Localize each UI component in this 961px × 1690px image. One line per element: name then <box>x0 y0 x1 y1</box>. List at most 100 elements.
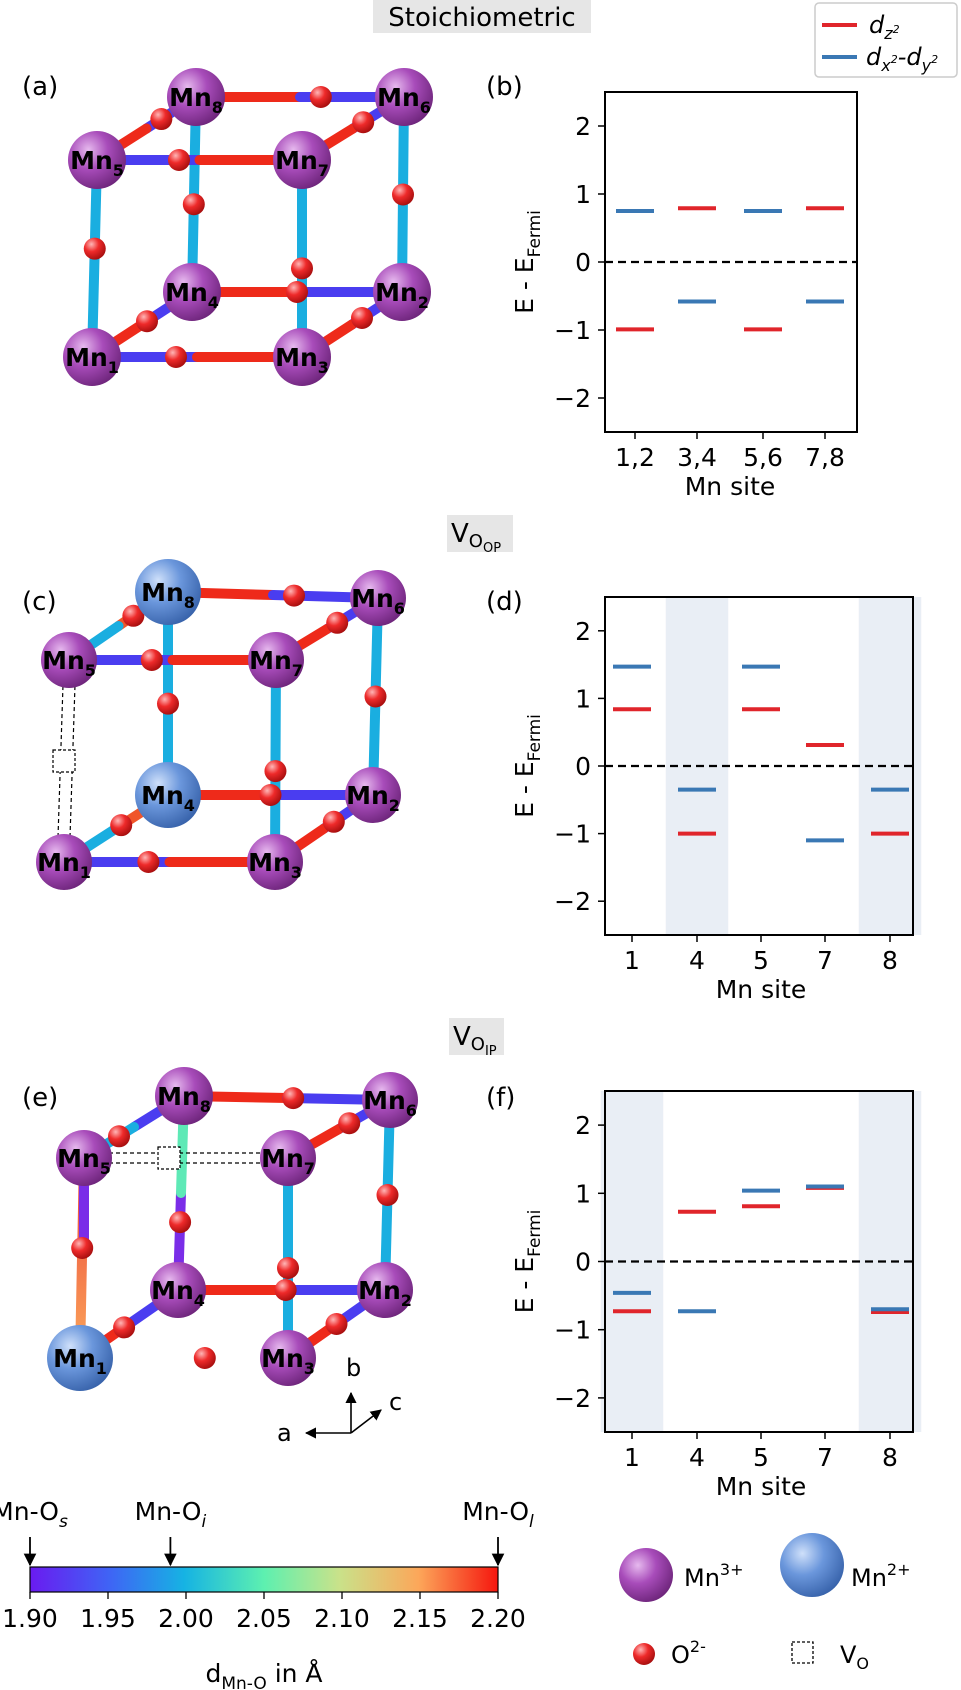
mn4-atom <box>150 1262 206 1318</box>
x-tick-label: 5 <box>753 946 769 975</box>
oxygen-atom <box>325 1313 348 1335</box>
panel-label-c: (c) <box>22 587 57 617</box>
y-tick-label: 2 <box>575 1111 591 1140</box>
y-tick-label: −2 <box>554 384 591 413</box>
section-title-text: Stoichiometric <box>388 3 575 33</box>
mn5-label: Mn5 <box>42 646 96 680</box>
colorbar-tick-label: 2.05 <box>236 1604 292 1633</box>
mn1-atom <box>63 328 121 386</box>
oxygen-atom <box>338 1112 361 1135</box>
y-axis-label: E - EFermi <box>510 714 545 818</box>
oxygen-atom <box>291 257 313 280</box>
oxygen-atom <box>259 784 282 806</box>
legend-dz2-label: dz2 <box>869 11 900 43</box>
axis-a-label: a <box>277 1419 292 1447</box>
mn8-atom <box>155 1067 213 1125</box>
x-tick-label: 8 <box>882 946 898 975</box>
colorbar-tick-label: 1.95 <box>80 1604 136 1633</box>
mn1-atom <box>47 1325 113 1391</box>
x-tick-label: 8 <box>882 1443 898 1472</box>
x-tick-label: 7 <box>817 946 833 975</box>
axis-b-label: b <box>346 1354 361 1382</box>
mn5-atom <box>56 1130 112 1186</box>
mn8-label: Mn8 <box>157 1082 211 1116</box>
legend-mn2-label: Mn2+ <box>851 1560 911 1592</box>
axes-triad: b a c <box>277 1354 402 1447</box>
oxygen-atom <box>137 851 160 873</box>
panel-label-f: (f) <box>486 1083 515 1113</box>
oxygen-atom <box>193 1347 216 1369</box>
mn5-atom <box>68 131 126 189</box>
x-axis-label: Mn site <box>716 975 807 1004</box>
colorbar-tick-label: 2.00 <box>158 1604 214 1633</box>
mn6-label: Mn6 <box>377 83 431 117</box>
svg-text:VOIP: VOIP <box>453 1022 497 1059</box>
x-tick-label: 7,8 <box>805 443 845 472</box>
mn6-atom <box>362 1072 418 1128</box>
legend-mn3-sphere <box>619 1548 673 1602</box>
oxygen-atom <box>136 310 158 333</box>
mn6-label: Mn6 <box>351 584 405 618</box>
bond-type-label: Mn-Oi <box>135 1497 207 1532</box>
mn7-label: Mn7 <box>275 146 329 180</box>
orbital-legend: dz2 dx2-dy2 <box>814 2 958 78</box>
oxygen-atom <box>108 1125 130 1148</box>
oxygen-atom <box>286 281 308 303</box>
mn6-atom <box>350 570 406 626</box>
oxygen-atom <box>322 810 345 833</box>
legend-vacancy-box <box>791 1641 814 1664</box>
mn4-label: Mn4 <box>165 278 219 312</box>
y-axis-label: E - EFermi <box>510 210 545 314</box>
x-tick-label: 1,2 <box>615 443 655 472</box>
mn3-atom <box>273 328 331 386</box>
y-tick-label: 1 <box>575 684 591 713</box>
axis-c-arrow <box>350 1409 382 1434</box>
x-tick-label: 4 <box>689 1443 705 1472</box>
colorbar-tick-label: 2.20 <box>470 1604 526 1633</box>
y-axis-label: E - EFermi <box>510 1210 545 1314</box>
oxygen-atom <box>364 685 387 708</box>
svg-text:VOOP: VOOP <box>451 519 501 556</box>
oxygen-atom <box>169 1211 192 1234</box>
oxygen-atom <box>122 604 145 627</box>
mn2-label: Mn2 <box>375 278 429 312</box>
panel-label-a: (a) <box>22 72 58 102</box>
x-axis-label: Mn site <box>716 1472 807 1501</box>
y-tick-label: −1 <box>554 316 591 345</box>
section-title-stoichiometric: Stoichiometric <box>373 0 591 33</box>
x-tick-label: 7 <box>817 1443 833 1472</box>
mn4-label: Mn4 <box>151 1276 205 1310</box>
oxygen-atom <box>157 692 179 715</box>
oxygen-atom <box>392 183 414 206</box>
x-tick-label: 3,4 <box>677 443 717 472</box>
legend-mn2-sphere <box>780 1533 844 1597</box>
mn7-atom <box>273 131 331 189</box>
mn2-atom <box>357 1262 413 1318</box>
mn7-label: Mn7 <box>261 1144 315 1178</box>
oxygen-atom <box>168 149 190 171</box>
vacancy-bond-outline <box>69 684 76 838</box>
mn7-atom <box>260 1130 316 1186</box>
legend-oxygen-label: O2- <box>671 1637 706 1669</box>
y-tick-label: 2 <box>575 617 591 646</box>
colorbar-tick-label: 2.10 <box>314 1604 370 1633</box>
colorbar-label: dMn-O in Å <box>205 1659 322 1690</box>
colorbar-tick-label: 2.15 <box>392 1604 448 1633</box>
oxygen-atom <box>264 760 287 783</box>
oxygen-atom <box>274 1279 297 1301</box>
y-tick-label: 0 <box>575 1248 591 1277</box>
y-tick-label: −1 <box>554 820 591 849</box>
x-tick-label: 5 <box>753 1443 769 1472</box>
oxygen-atom <box>376 1184 399 1206</box>
y-tick-label: 1 <box>575 1179 591 1208</box>
legend-mn3-label: Mn3+ <box>684 1560 744 1592</box>
mn7-label: Mn7 <box>249 646 303 680</box>
vacancy-bond-outline <box>57 684 64 838</box>
mn8-label: Mn8 <box>169 83 223 117</box>
y-tick-label: 1 <box>575 180 591 209</box>
oxygen-atom <box>110 814 133 837</box>
